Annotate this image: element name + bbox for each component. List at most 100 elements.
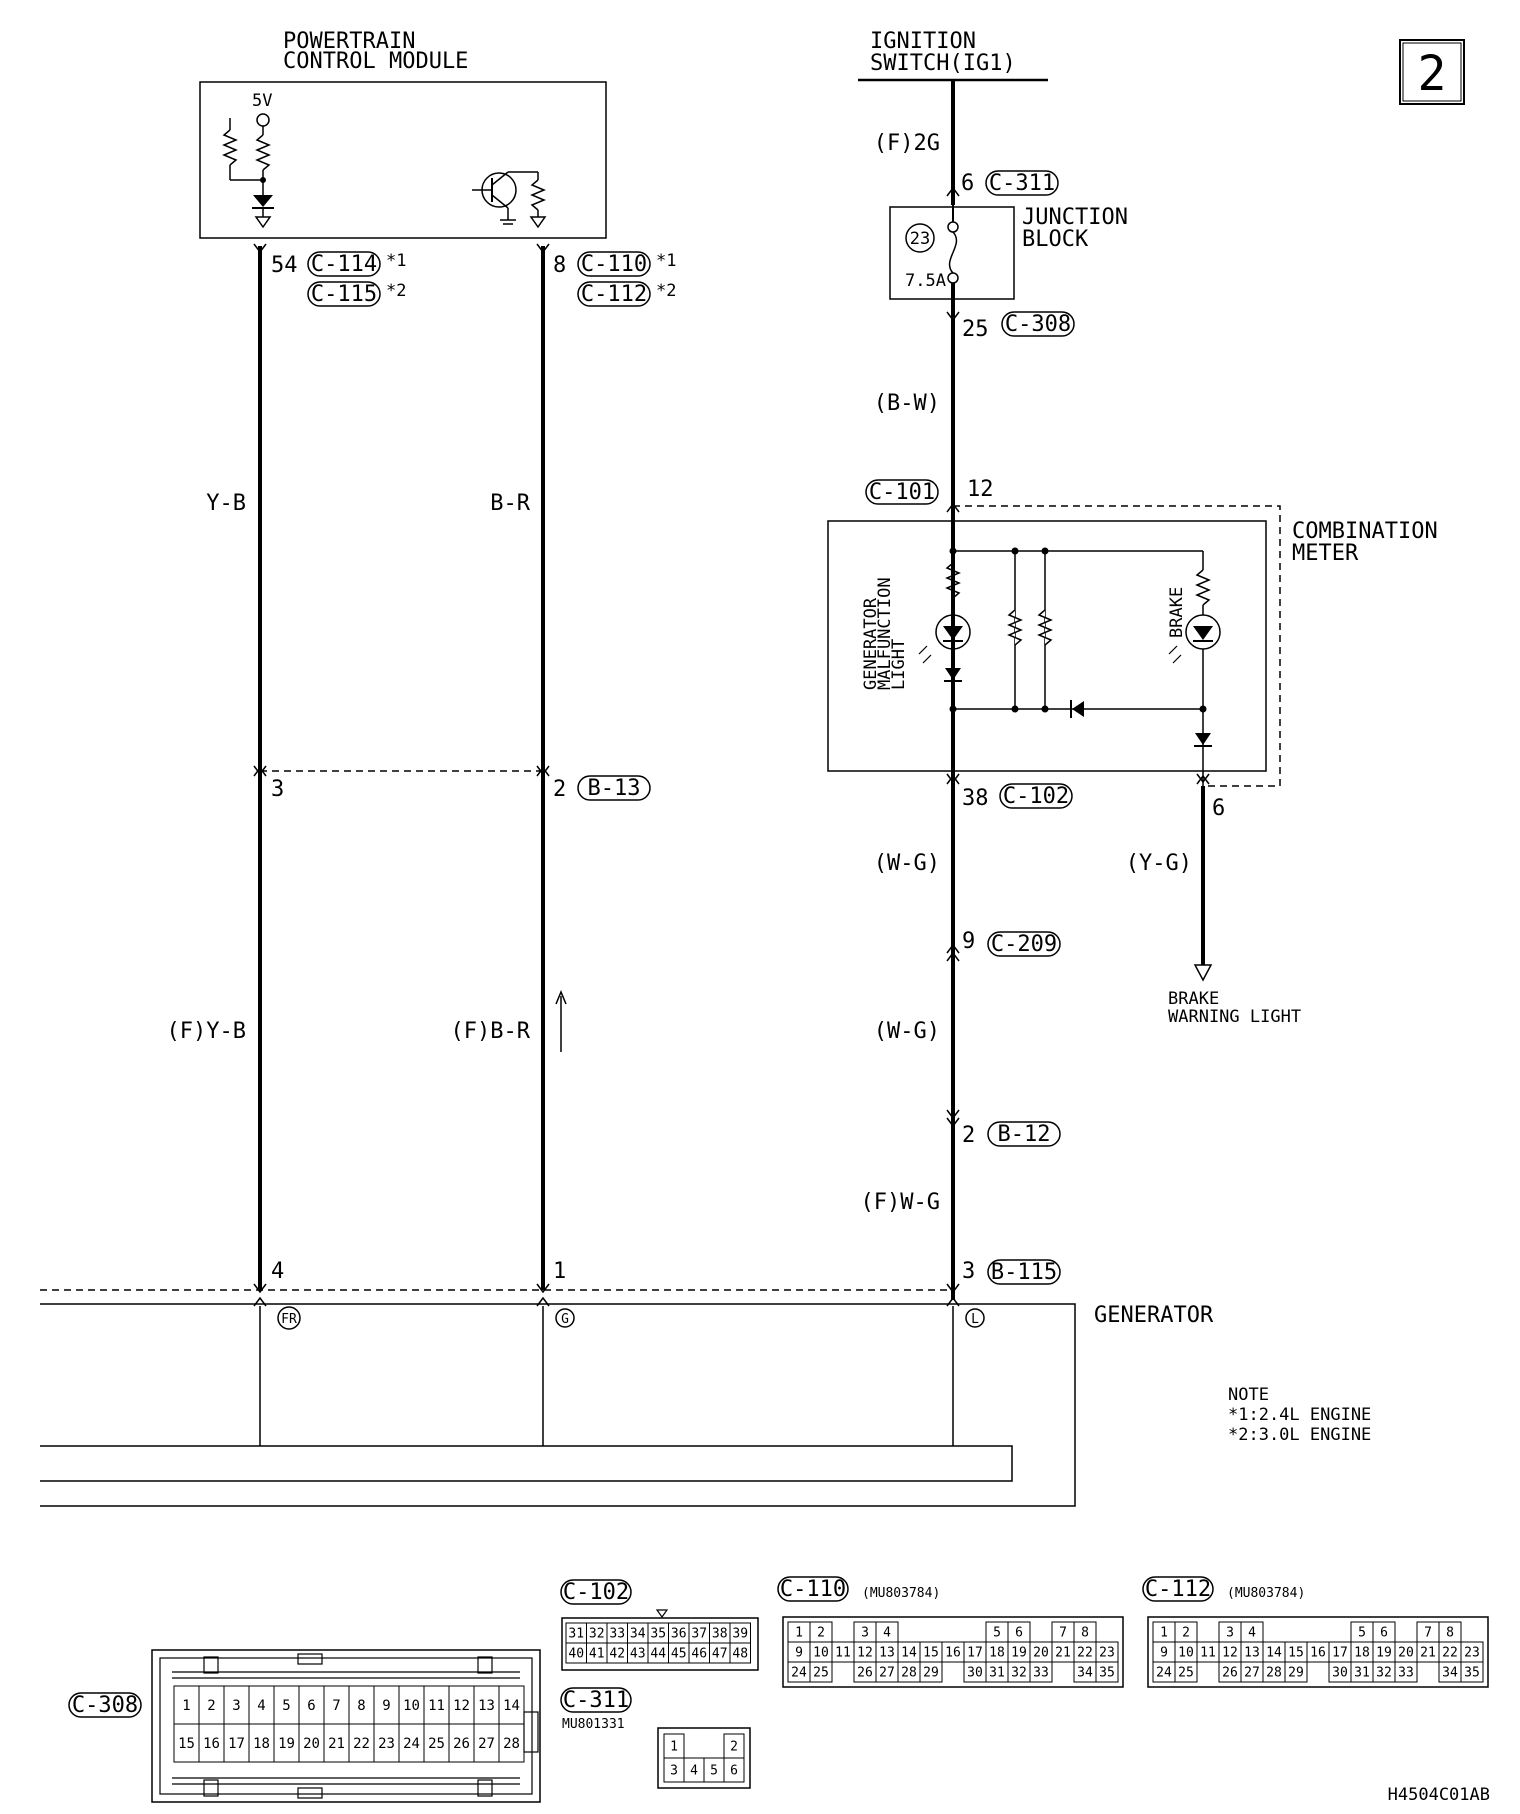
terminal-fr-circle xyxy=(277,1306,301,1330)
pin-number: 28 xyxy=(901,1666,917,1681)
pin-number: 6 xyxy=(1380,1626,1388,1641)
connector-badge-c209[interactable] xyxy=(987,931,1061,957)
connector-view-badge-c308[interactable] xyxy=(68,1692,142,1718)
pin-number: 18 xyxy=(989,1646,1005,1661)
pin-cell xyxy=(1029,1661,1053,1683)
connector-badge-c311[interactable] xyxy=(985,170,1059,196)
figure-code: H4504C01AB xyxy=(1388,1785,1490,1805)
brake-arrow-icon xyxy=(1193,964,1213,982)
pin-number: 13 xyxy=(478,1698,495,1714)
pin-number: 25 xyxy=(1178,1666,1194,1681)
connector-mark-split-g-b xyxy=(536,766,550,777)
pin-number: 32 xyxy=(1376,1666,1392,1681)
pin-number: 41 xyxy=(589,1647,605,1662)
connector-view-label-c308: C-308 xyxy=(72,1693,138,1718)
gen-light-line2: MALFUNCTION xyxy=(875,577,895,690)
connector-badge-c112[interactable] xyxy=(577,281,651,307)
pin-number: 28 xyxy=(503,1736,520,1752)
pin-cell xyxy=(1460,1661,1484,1683)
pin-number: 24 xyxy=(791,1666,807,1681)
connector-badge-b12[interactable] xyxy=(987,1121,1061,1147)
signal-direction-arrow xyxy=(555,990,567,1052)
pin-brake-out: 6 xyxy=(1212,796,1225,821)
connector-badge-c114[interactable] xyxy=(307,251,381,277)
connector-mark-c209-b xyxy=(946,951,960,962)
pin-number: 4 xyxy=(883,1626,891,1641)
pin-number: 5 xyxy=(993,1626,1001,1641)
gen-light-line3: LIGHT xyxy=(889,639,909,690)
connector-view-badge-c112[interactable] xyxy=(1142,1576,1214,1602)
connector-view-c102 xyxy=(561,1617,759,1671)
connector-view-label-c102: C-102 xyxy=(563,1580,629,1605)
pin-c308: 25 xyxy=(962,317,989,342)
pin-cell xyxy=(1174,1661,1198,1683)
pin-number: 20 xyxy=(303,1736,320,1752)
note-ref-c112: *2 xyxy=(656,281,676,301)
combination-meter-line1: COMBINATION xyxy=(1292,519,1438,544)
pin-number: 25 xyxy=(428,1736,445,1752)
pin-number: 31 xyxy=(568,1627,584,1642)
wire-color-fr-lower: (F)Y-B xyxy=(167,1019,246,1044)
connector-badge-b13[interactable] xyxy=(577,775,651,801)
pin-number: 12 xyxy=(1222,1646,1238,1661)
pin-number: 1 xyxy=(1160,1626,1168,1641)
brake-lamp-label: BRAKE xyxy=(1167,587,1187,638)
connector-mark-split-fr-b xyxy=(253,766,267,777)
pin-number: 42 xyxy=(609,1647,625,1662)
pin-number: 16 xyxy=(203,1736,220,1752)
pin-number: 30 xyxy=(967,1666,983,1681)
pin-number: 45 xyxy=(671,1647,687,1662)
brake-warning-line2: WARNING LIGHT xyxy=(1168,1007,1301,1027)
pin-number: 18 xyxy=(1354,1646,1370,1661)
pin-number: 32 xyxy=(1011,1666,1027,1681)
pin-number: 29 xyxy=(1288,1666,1304,1681)
fuse-terminal-top xyxy=(947,221,959,233)
wire-color-g-upper: B-R xyxy=(490,491,530,516)
fuse-terminal-bottom xyxy=(947,272,959,284)
pin-number: 2 xyxy=(817,1626,825,1641)
pin-number: 9 xyxy=(1160,1646,1168,1661)
fuse-number-circle xyxy=(905,223,935,253)
brake-warning-line1: BRAKE xyxy=(1168,989,1219,1009)
page-number-box-inner xyxy=(1402,42,1462,102)
connector-view-badge-c102[interactable] xyxy=(560,1579,632,1605)
connector-view-c112 xyxy=(1147,1616,1489,1688)
pin-number: 38 xyxy=(712,1627,728,1642)
connector-badge-b115[interactable] xyxy=(987,1259,1061,1285)
connector-mark-brake-a xyxy=(1196,773,1210,784)
pin-number: 7 xyxy=(332,1698,340,1714)
connector-view-badge-c110[interactable] xyxy=(777,1576,849,1602)
connector-label-c115: C-115 xyxy=(311,282,377,307)
pin-number: 20 xyxy=(1033,1646,1049,1661)
terminal-fr: FR xyxy=(281,1312,297,1327)
connector-view-label-c311: C-311 xyxy=(563,1688,629,1713)
pin-number: 15 xyxy=(923,1646,939,1661)
connector-badge-c102-wire[interactable] xyxy=(999,783,1073,809)
pin-number: 2 xyxy=(1182,1626,1190,1641)
note-line2: *2:3.0L ENGINE xyxy=(1228,1425,1371,1445)
pin-number: 36 xyxy=(671,1627,687,1642)
pin-number: 4 xyxy=(257,1698,265,1714)
connector-view-badge-c311[interactable] xyxy=(560,1687,632,1713)
pin-number: 22 xyxy=(1077,1646,1093,1661)
pin-number: 6 xyxy=(730,1764,738,1779)
pcm-supply-label: 5V xyxy=(252,91,272,111)
connector-mark-c101 xyxy=(946,502,960,513)
pin-split-fr: 3 xyxy=(271,777,284,802)
pin-number: 13 xyxy=(1244,1646,1260,1661)
generator-outer-box xyxy=(40,1303,1076,1507)
fuse-number: 23 xyxy=(910,229,930,249)
connector-badge-c308-wire[interactable] xyxy=(1001,311,1075,337)
connector-badge-c110[interactable] xyxy=(577,251,651,277)
connector-mark-b12-a xyxy=(946,1109,960,1120)
connector-label-b115: B-115 xyxy=(991,1260,1057,1285)
connector-mark-c209-a xyxy=(946,943,960,954)
pin-number: 24 xyxy=(403,1736,420,1752)
connector-badge-c115[interactable] xyxy=(307,281,381,307)
connector-badge-c101[interactable] xyxy=(865,479,939,505)
fuse-element xyxy=(948,231,958,274)
terminal-l: L xyxy=(971,1312,979,1327)
pin-number: 40 xyxy=(568,1647,584,1662)
